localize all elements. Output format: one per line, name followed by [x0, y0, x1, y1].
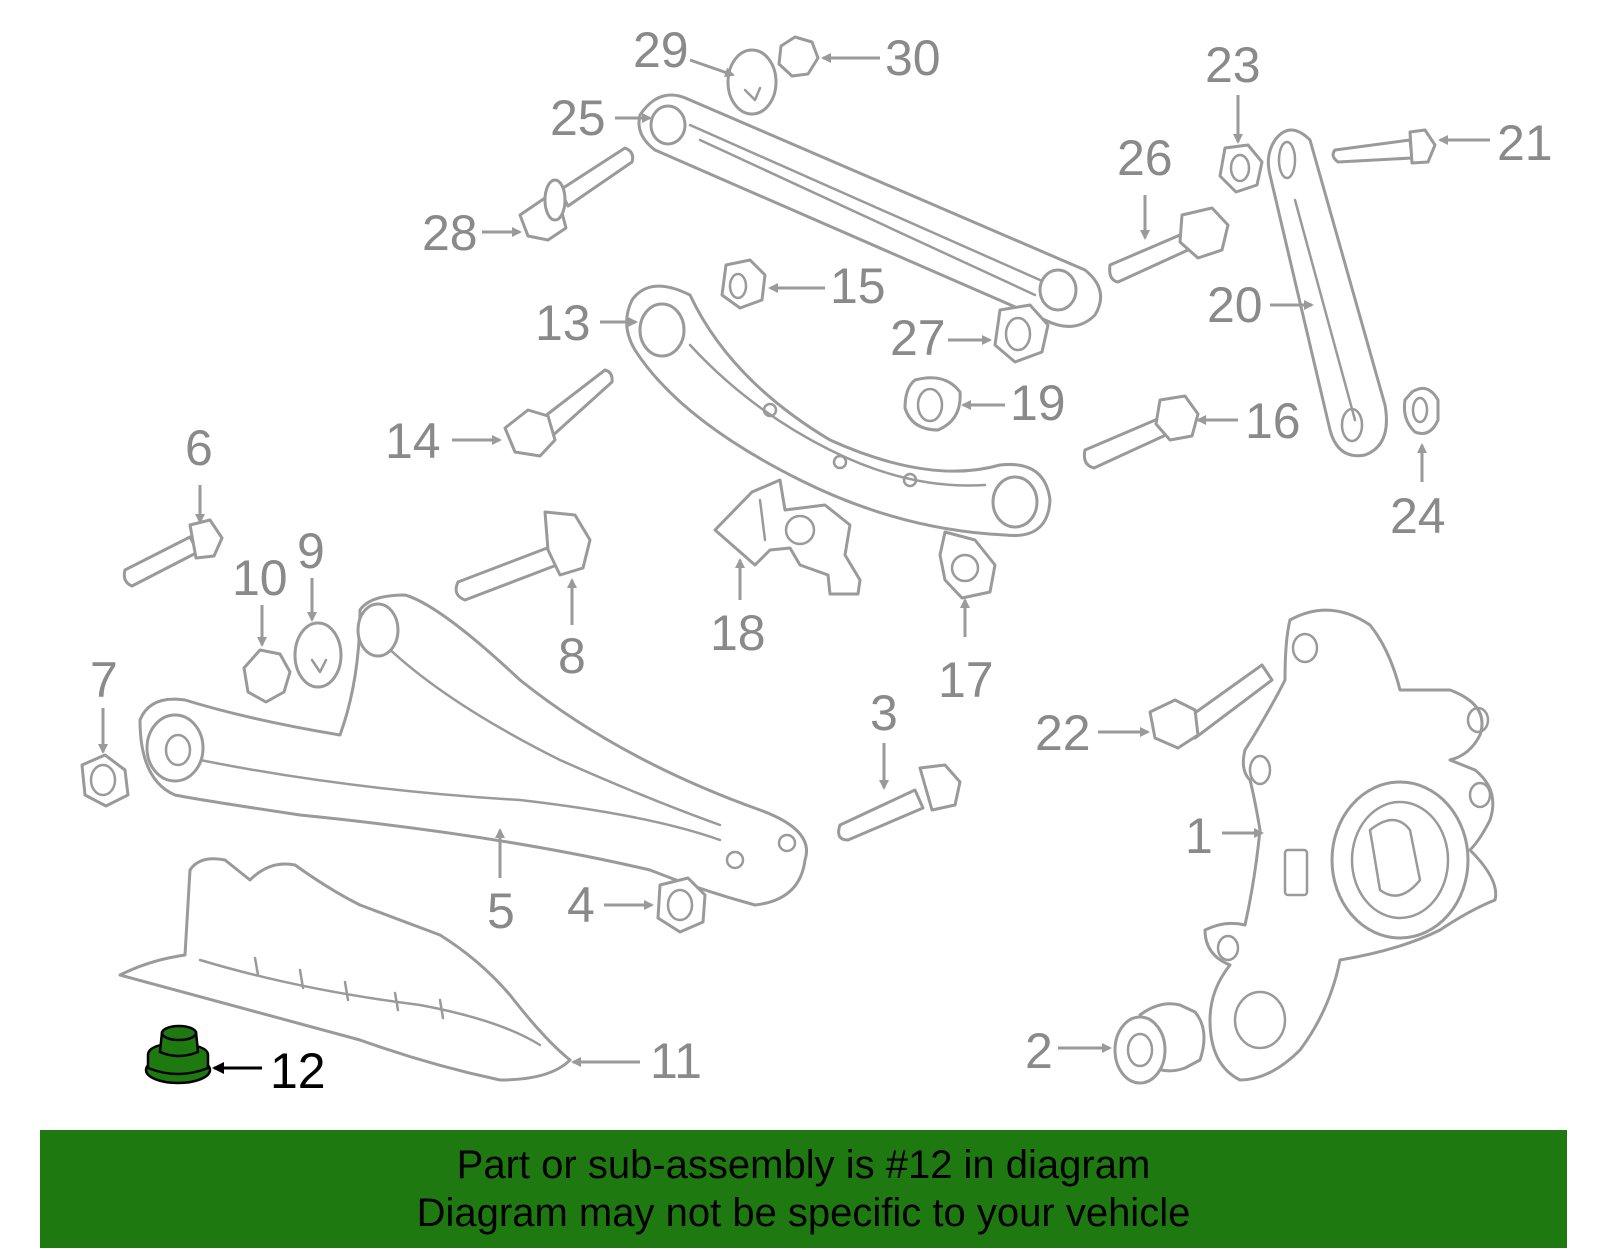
part-23-nut[interactable] [1218, 143, 1264, 194]
callout-7: 7 [90, 652, 118, 708]
banner-line-1: Part or sub-assembly is #12 in diagram [456, 1143, 1151, 1187]
callout-23: 23 [1205, 37, 1261, 93]
part-9-washer[interactable] [293, 621, 343, 689]
part-17-nut[interactable] [938, 530, 997, 600]
callout-29: 29 [633, 22, 689, 78]
leader-arrows [98, 53, 1490, 1074]
callout-20: 20 [1207, 277, 1263, 333]
part-10-nut[interactable] [242, 648, 292, 704]
part-4-nut[interactable] [656, 876, 707, 934]
part-11-shield[interactable] [118, 857, 572, 1082]
part-13-lower-link[interactable] [625, 284, 1052, 538]
callout-6: 6 [185, 420, 213, 476]
part-25-upper-link[interactable] [637, 93, 1103, 328]
part-29-slot [743, 86, 762, 102]
callout-9: 9 [297, 523, 325, 579]
part-1-knuckle[interactable] [1203, 608, 1498, 1082]
callout-10: 10 [232, 550, 288, 606]
callout-13: 13 [535, 295, 591, 351]
part-28-bolt[interactable] [518, 146, 635, 242]
callout-3: 3 [870, 685, 898, 741]
callout-21: 21 [1497, 115, 1553, 171]
callout-26: 26 [1117, 130, 1173, 186]
info-banner: Part or sub-assembly is #12 in diagram D… [40, 1130, 1567, 1248]
part-8-bolt[interactable] [454, 510, 592, 602]
part-18-bracket[interactable] [713, 478, 862, 596]
callout-12: 12 [270, 1043, 326, 1099]
callout-labels: 29 30 25 23 21 26 28 15 20 13 27 19 16 1… [90, 22, 1553, 1099]
part-20-link[interactable] [1266, 128, 1388, 458]
callout-27: 27 [890, 310, 946, 366]
callout-8: 8 [558, 628, 586, 684]
part-2-bushing[interactable] [1113, 1002, 1206, 1085]
callout-14: 14 [385, 413, 441, 469]
callout-4: 4 [567, 877, 595, 933]
callout-15: 15 [830, 258, 886, 314]
callout-28: 28 [422, 205, 478, 261]
callout-5: 5 [487, 883, 515, 939]
callout-18: 18 [710, 605, 766, 661]
part-9-slot [310, 658, 328, 674]
callout-2: 2 [1025, 1023, 1053, 1079]
callout-24: 24 [1390, 488, 1446, 544]
part-24-nut[interactable] [1403, 386, 1440, 435]
parts-diagram: 29 30 25 23 21 26 28 15 20 13 27 19 16 1… [80, 22, 1553, 1099]
part-14-bolt[interactable] [503, 368, 614, 458]
part-12-nut-highlighted[interactable] [144, 1024, 212, 1085]
part-16-bolt[interactable] [1082, 394, 1200, 470]
callout-11: 11 [650, 1033, 702, 1089]
part-29-washer[interactable] [726, 48, 778, 116]
callout-22: 22 [1035, 705, 1091, 761]
part-5-lower-control-arm[interactable] [138, 593, 808, 907]
part-15-nut[interactable] [720, 258, 767, 310]
callout-17: 17 [938, 652, 994, 708]
part-26-bolt[interactable] [1108, 206, 1230, 284]
banner-line-2: Diagram may not be specific to your vehi… [416, 1191, 1191, 1235]
part-19-nut[interactable] [903, 376, 962, 432]
callout-1: 1 [1185, 808, 1213, 864]
callout-19: 19 [1010, 375, 1066, 431]
part-30-nut[interactable] [777, 35, 820, 78]
callout-25: 25 [550, 90, 606, 146]
part-21-bolt[interactable] [1331, 128, 1437, 165]
part-27-nut[interactable] [993, 303, 1050, 364]
callout-16: 16 [1245, 393, 1301, 449]
part-7-nut[interactable] [80, 753, 130, 808]
part-6-bolt[interactable] [122, 518, 224, 588]
callout-30: 30 [885, 30, 941, 86]
part-22-bolt[interactable] [1148, 663, 1274, 750]
part-3-bolt[interactable] [837, 763, 962, 842]
